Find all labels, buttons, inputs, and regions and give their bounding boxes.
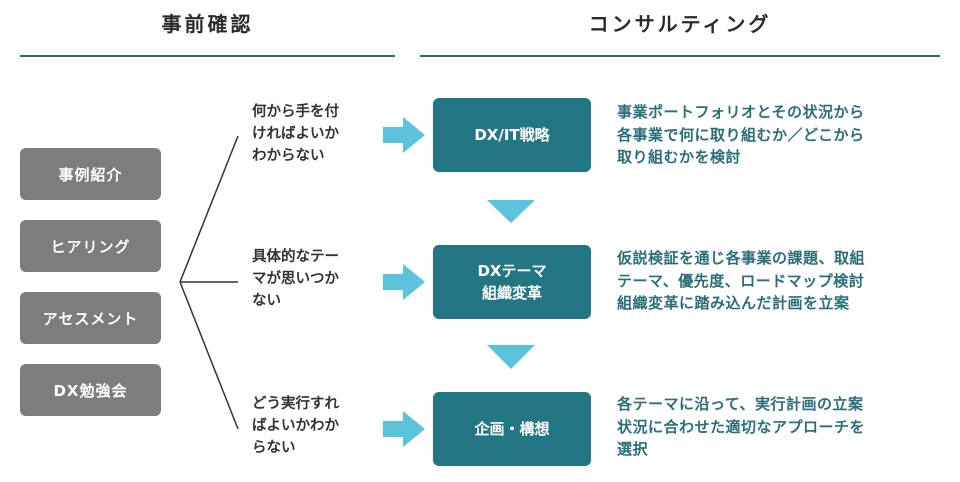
step-description-1: 事業ポートフォリオとその状況から 各事業で何に取り組むか／どこから 取り組むかを…: [617, 103, 865, 166]
down-arrow-icon-1: [487, 200, 535, 223]
pre-item-dx-study: DX勉強会: [20, 364, 161, 416]
step-description-2: 仮説検証を通じ各事業の課題、取組 テーマ、優先度、ロードマップ検討 組織変革に踏…: [617, 249, 866, 312]
step-planning-concept: 企画・構想: [433, 392, 591, 466]
question-2: 具体的なテー マが思いつか ない: [252, 249, 339, 309]
pre-item-assessment: アセスメント: [20, 292, 161, 344]
right-arrow-icon-2: [383, 264, 425, 300]
header-divider-right: [420, 55, 940, 57]
fan-line-top: [179, 135, 239, 283]
fan-line-bottom: [179, 281, 239, 430]
pre-item-hearing: ヒアリング: [20, 220, 161, 272]
pre-check-header: 事前確認: [161, 12, 254, 36]
step-description-3: 各テーマに沿って、実行計画の立案 状況に合わせた適切なアプローチを 選択: [617, 395, 866, 458]
header-divider-left: [20, 55, 395, 57]
down-arrow-icon-2: [487, 345, 535, 369]
right-arrow-icon-3: [383, 411, 425, 447]
question-1: 何から手を付 ければよいか わからない: [252, 104, 339, 164]
step-dx-theme-org-change: DXテーマ 組織変革: [433, 245, 591, 319]
step-dx-it-strategy: DX/IT戦略: [433, 98, 591, 172]
question-3: どう実行すれ ばよいかわか らない: [252, 396, 339, 456]
pre-item-case-study: 事例紹介: [20, 148, 161, 200]
right-arrow-icon-1: [383, 117, 425, 153]
consulting-header: コンサルティング: [588, 12, 772, 36]
